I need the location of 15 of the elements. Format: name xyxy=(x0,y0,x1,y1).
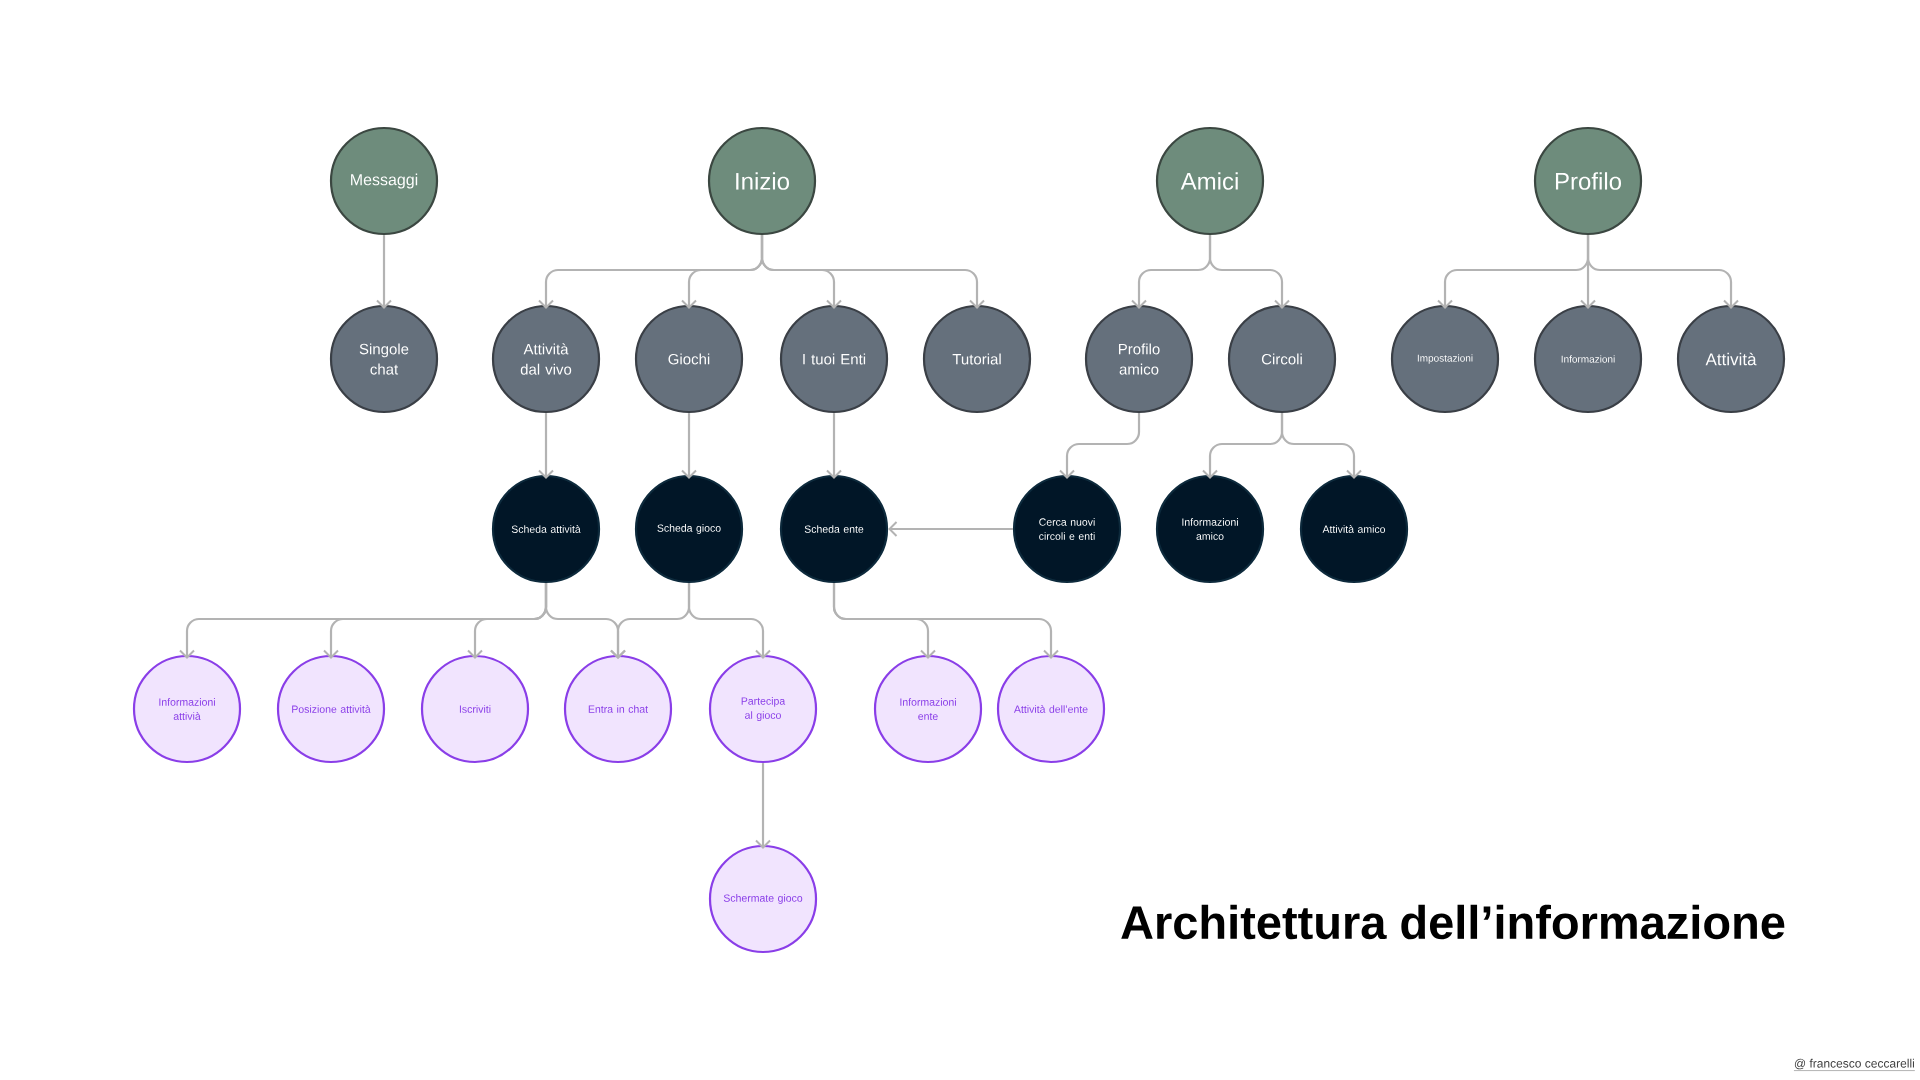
arrow xyxy=(755,763,771,849)
arrow xyxy=(760,235,985,309)
arrow xyxy=(687,583,771,659)
arrow xyxy=(538,413,554,479)
arrow xyxy=(1208,235,1290,309)
arrow xyxy=(681,413,697,479)
arrow xyxy=(832,583,1059,659)
title: Architettura dell’informazione xyxy=(1121,904,1785,940)
credit-link: @ francesco ceccarelli xyxy=(1793,1058,1915,1071)
arrow xyxy=(826,413,842,479)
arrow xyxy=(1586,235,1739,309)
arrow xyxy=(1059,413,1141,479)
arrow xyxy=(376,235,392,309)
arrow xyxy=(888,521,1013,537)
arrow xyxy=(1280,413,1362,479)
